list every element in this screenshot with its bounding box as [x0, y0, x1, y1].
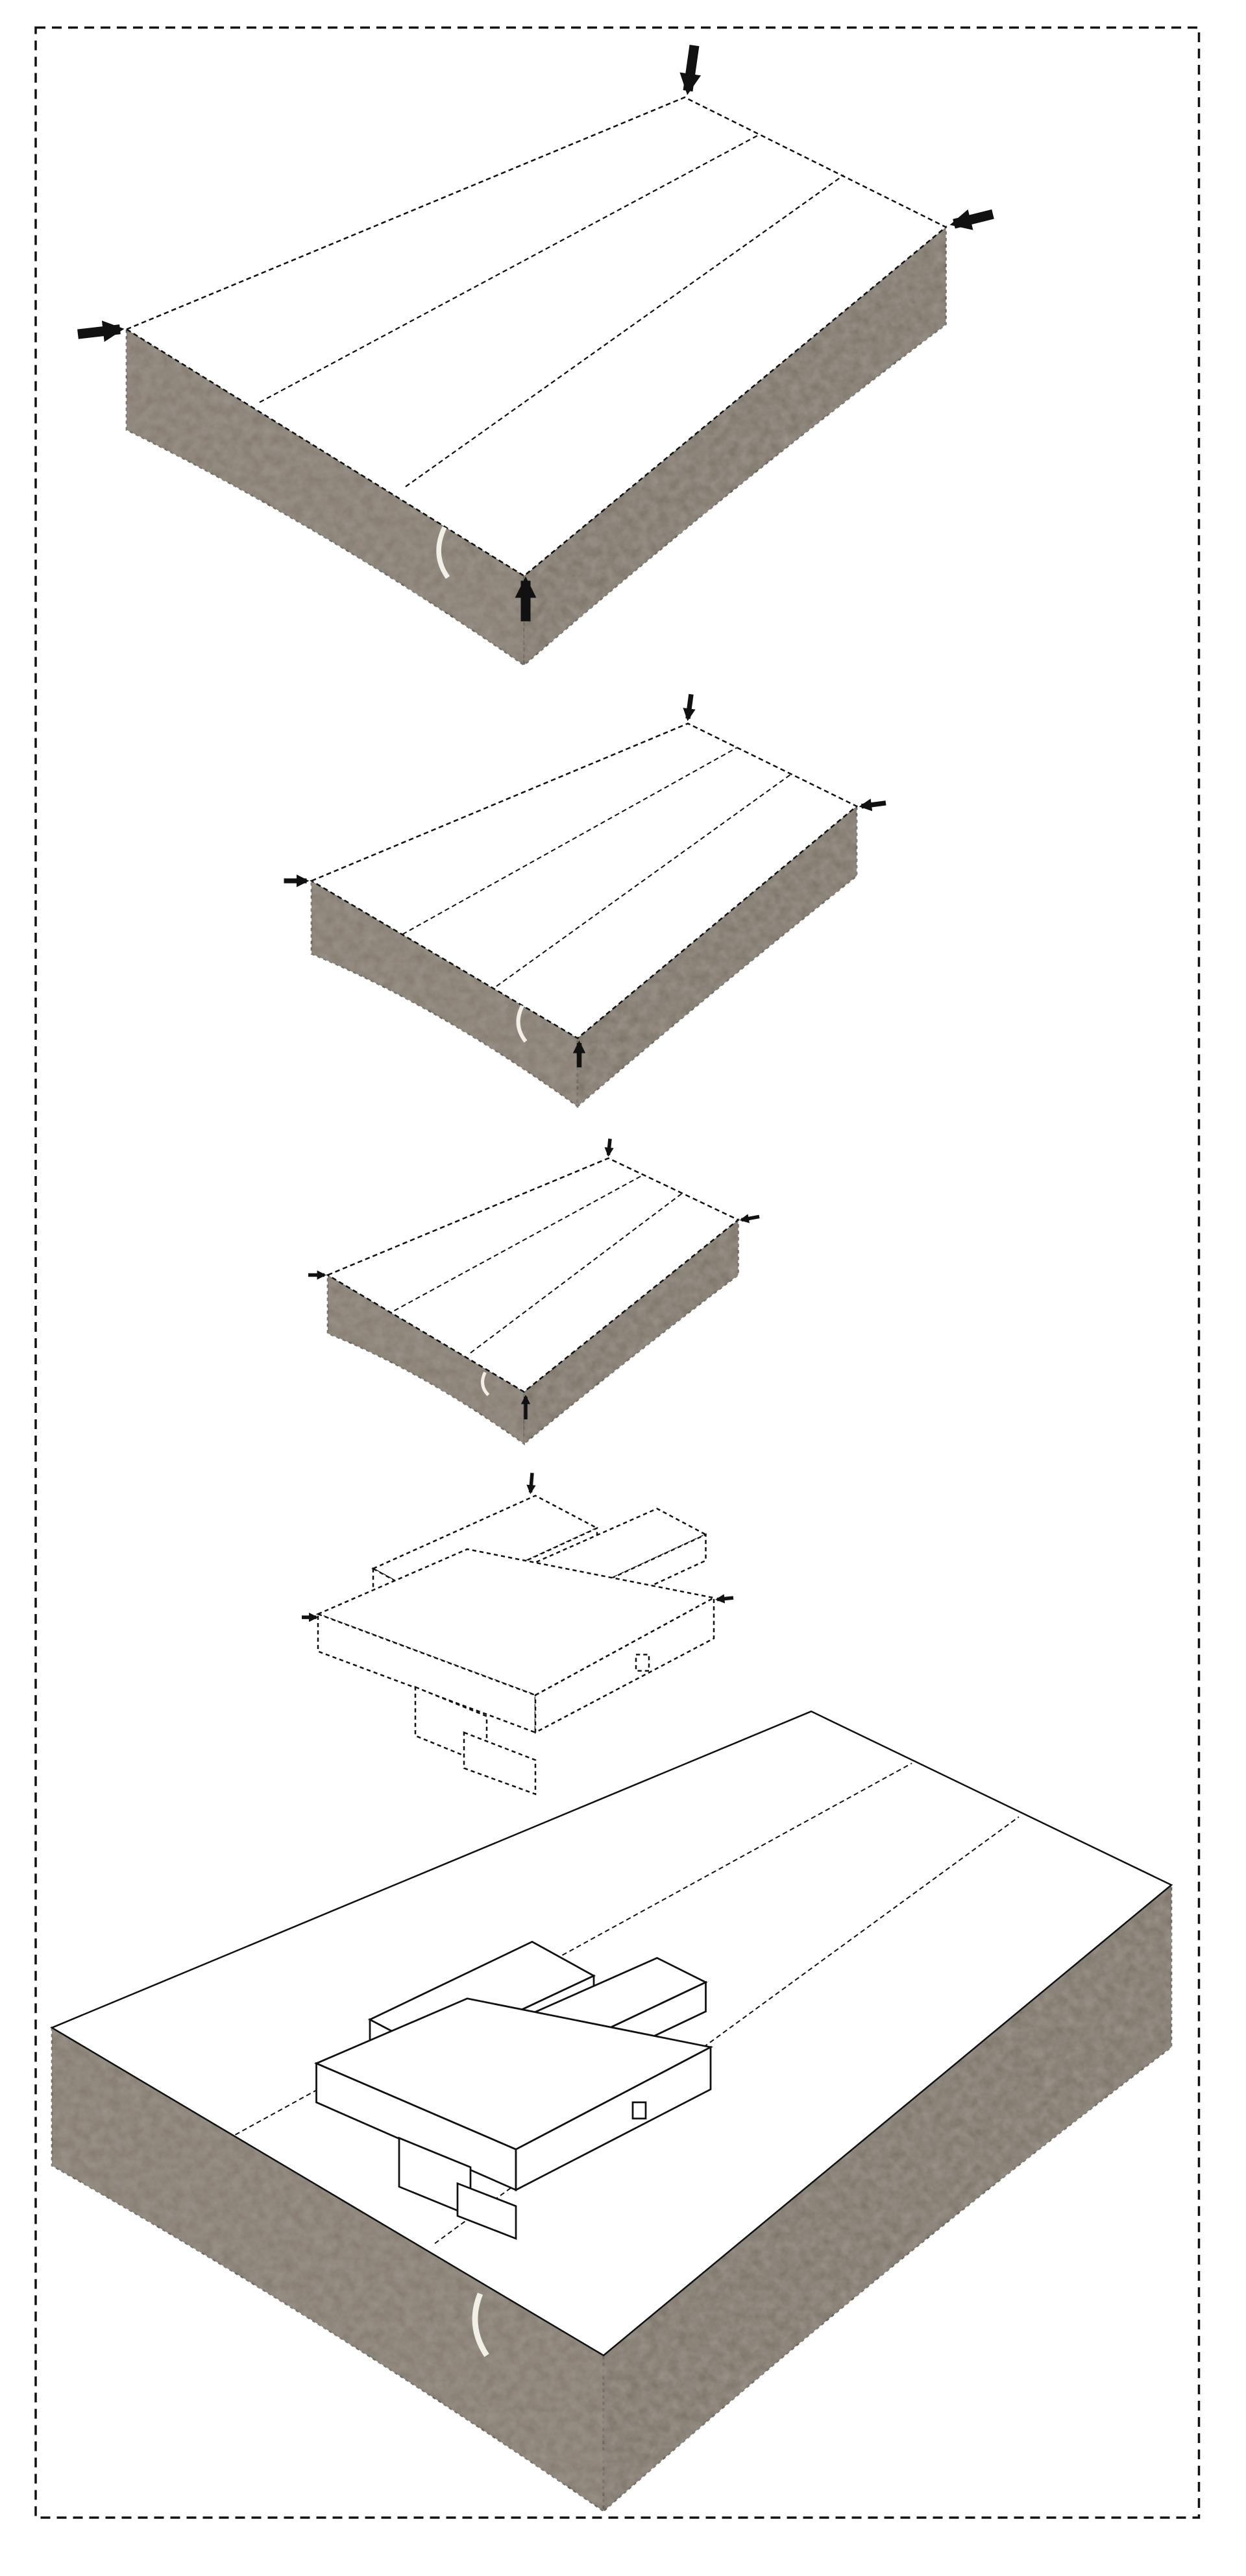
- slab-2-left-face: [310, 879, 579, 1108]
- slab-1-left-face: [125, 328, 525, 667]
- house-window: [631, 2101, 647, 2120]
- final-slab-right-face: [602, 1883, 1173, 2513]
- placed-base-lower: [456, 2182, 517, 2240]
- arrow-icon: [77, 320, 125, 343]
- arrow-icon: [715, 1594, 734, 1604]
- arrow-icon: [683, 693, 696, 721]
- slab-1-contour: [259, 134, 760, 403]
- house-massing-exploded: [302, 1473, 734, 1796]
- placed-base-right: [515, 2045, 712, 2192]
- slab-1-right-face: [523, 225, 947, 667]
- slab-1-contour: [405, 175, 844, 488]
- earth-slab-3: [308, 1138, 760, 1446]
- slab-2-contour: [496, 773, 792, 987]
- slab-3-right-face: [523, 1218, 739, 1446]
- arrow-icon: [859, 799, 886, 812]
- earth-slab-2: [284, 693, 886, 1109]
- slab-1-top-face: [125, 96, 947, 577]
- arrow-icon: [949, 209, 994, 230]
- slab-3-contour: [394, 1174, 644, 1312]
- slab-1-highlight: [436, 526, 450, 579]
- earth-slab-1: [77, 44, 994, 667]
- house-base-lower: [463, 1731, 537, 1796]
- house-base-right: [534, 1596, 715, 1734]
- slab-2-top-face: [310, 722, 859, 1039]
- house-base-left: [317, 1613, 537, 1734]
- slab-2-contour: [402, 747, 737, 935]
- slab-2-right-face: [576, 804, 858, 1109]
- arrow-icon: [739, 1214, 760, 1223]
- final-slab-highlight: [472, 2293, 489, 2357]
- arrow-icon: [604, 1138, 614, 1157]
- site-slab-final: [50, 1710, 1173, 2513]
- arrow-icon: [679, 44, 702, 95]
- final-slab-left-face: [51, 2026, 605, 2513]
- slab-3-highlight: [481, 1371, 490, 1397]
- final-slab-contour: [235, 1763, 912, 2136]
- diagram-frame: [34, 26, 1201, 2519]
- slab-3-left-face: [326, 1273, 525, 1445]
- slab-3-top-face: [326, 1157, 740, 1393]
- slab-3-contour: [470, 1193, 682, 1354]
- arrow-icon: [526, 1473, 536, 1495]
- house-massing-placed: [314, 1940, 714, 2240]
- final-slab-contour: [434, 1816, 1020, 2245]
- house-window: [635, 1654, 650, 1672]
- slab-2-highlight: [516, 1005, 528, 1043]
